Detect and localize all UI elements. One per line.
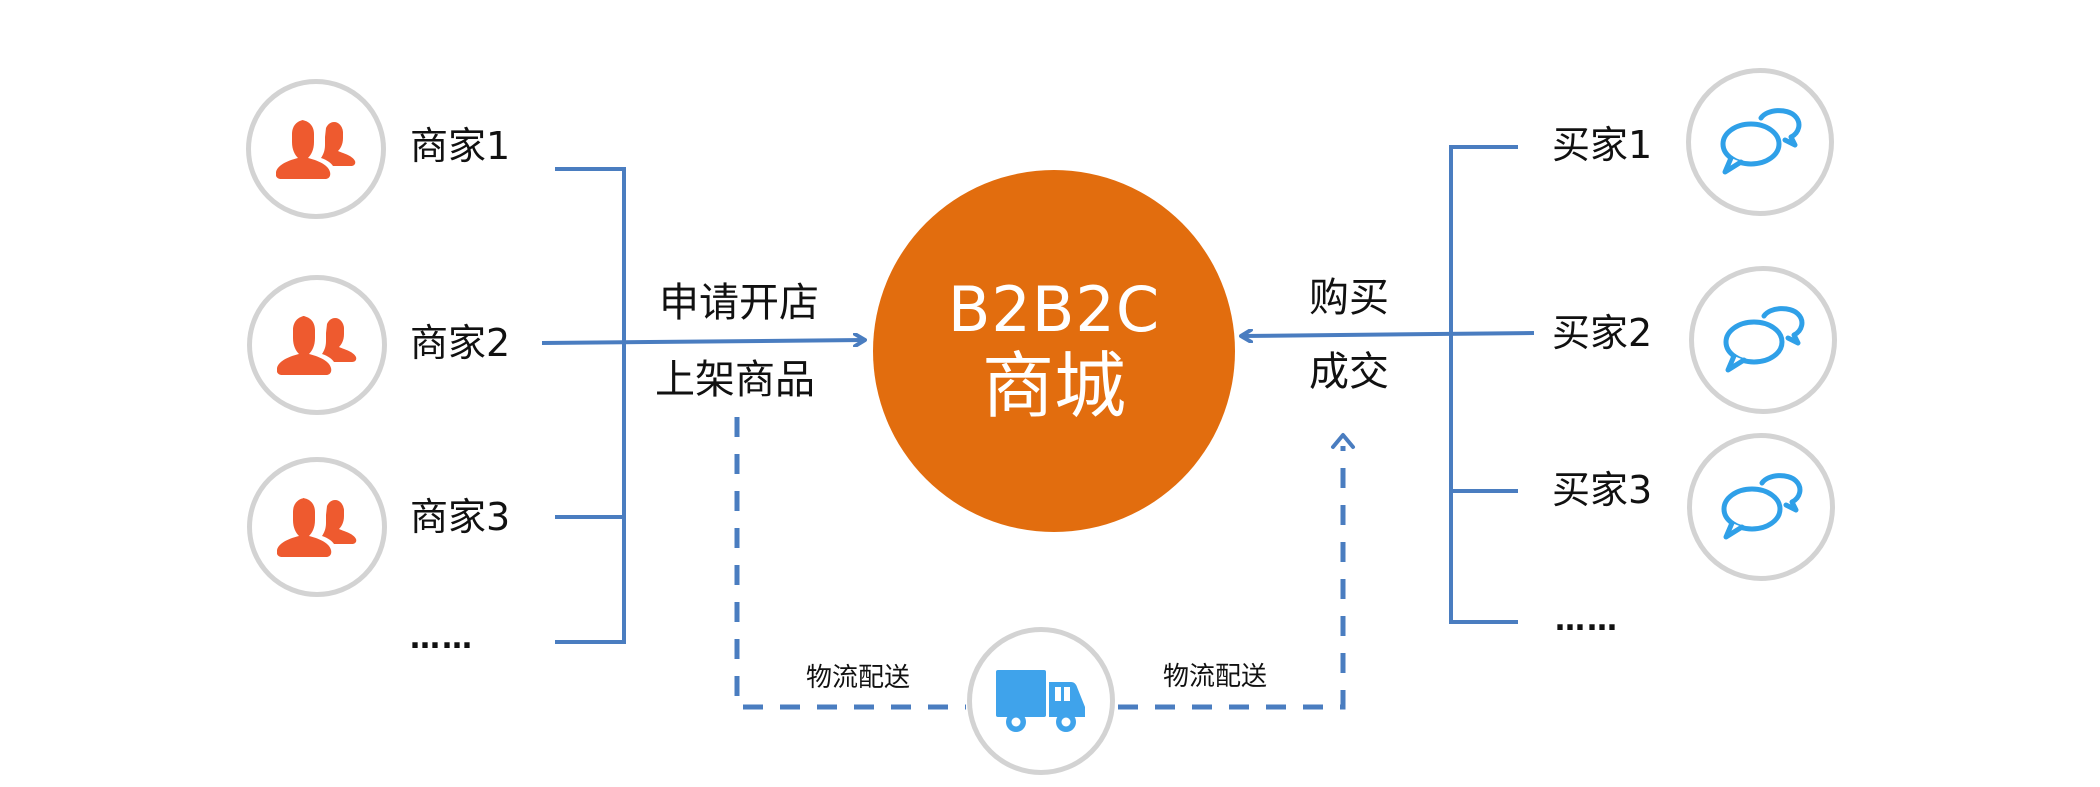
truck-icon [996,670,1085,732]
buyer-to-hub-arrow [1242,333,1535,336]
chat-bubbles-icon [1720,108,1802,175]
merchant-1-avatar [246,79,386,219]
buyer-1-label: 买家1 [1552,123,1653,167]
users-icon [276,120,356,179]
chat-bubbles-icon [1721,473,1803,540]
buyer-3-avatar [1687,433,1835,581]
buyer-2-avatar [1689,266,1837,414]
b2b2c-mall-hub: B2B2C 商城 [873,170,1235,532]
logistics-truck-avatar [967,627,1115,775]
deal-label: 成交 [1309,349,1389,395]
purchase-label: 购买 [1309,275,1389,321]
users-icon [277,498,357,557]
logistics-left-label: 物流配送 [805,663,911,693]
logistics-path [734,417,1346,710]
merchant-bracket [555,167,626,644]
logistics-arrow-head [1331,433,1355,449]
merchant-3-avatar [247,457,387,597]
buyer-2-label: 买家2 [1552,311,1653,355]
logistics-right-label: 物流配送 [1162,662,1268,692]
users-icon [277,316,357,375]
buyer-bracket [1449,145,1518,624]
merchant-more-ellipsis: …… [410,621,474,656]
chat-bubbles-icon [1723,306,1805,373]
list-products-label: 上架商品 [655,357,815,403]
merchant-2-avatar [247,275,387,415]
buyer-more-ellipsis: …… [1555,603,1619,638]
merchant-to-hub-arrow [541,340,864,343]
buyer-3-label: 买家3 [1552,468,1653,512]
merchant-3-label: 商家3 [410,495,511,539]
hub-subtitle: 商城 [981,344,1126,429]
merchant-2-label: 商家2 [410,321,511,365]
merchant-1-label: 商家1 [410,124,511,168]
hub-title: B2B2C [947,272,1161,346]
apply-open-store-label: 申请开店 [659,280,819,326]
buyer-1-avatar [1686,68,1834,216]
